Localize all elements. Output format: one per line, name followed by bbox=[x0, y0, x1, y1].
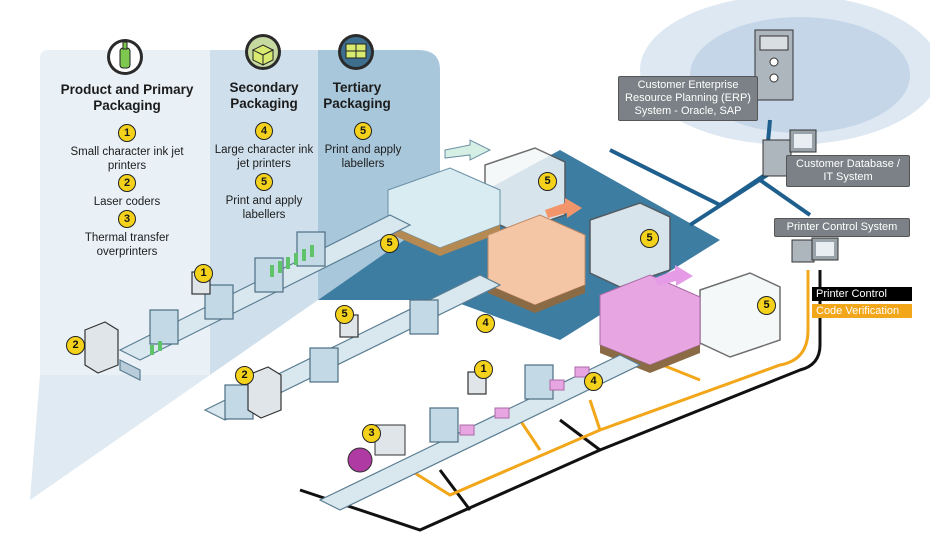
number-badge: 5 bbox=[255, 173, 273, 191]
callout-badge: 2 bbox=[66, 336, 85, 355]
number-badge: 3 bbox=[118, 210, 136, 228]
box-icon bbox=[245, 34, 281, 70]
item-text: Small character ink jet printers bbox=[70, 146, 184, 172]
callout-badge: 3 bbox=[362, 424, 381, 443]
primary-item-1: 1 Small character ink jet printers bbox=[62, 124, 192, 173]
item-text: Large character ink jet printers bbox=[214, 144, 314, 170]
panel-floor-left bbox=[30, 375, 210, 500]
callout-badge: 5 bbox=[538, 172, 557, 191]
printer-control-computer bbox=[791, 237, 839, 263]
callout-badge: 2 bbox=[235, 366, 254, 385]
erp-server bbox=[754, 29, 794, 101]
secondary-item-1: 4 Large character ink jet printers bbox=[214, 122, 314, 171]
erp-system-box: Customer Enterprise Resource Planning (E… bbox=[618, 76, 758, 121]
tertiary-item-1: 5 Print and apply labellers bbox=[318, 122, 408, 171]
tertiary-packaging-title: Tertiary Packaging bbox=[323, 80, 391, 111]
primary-item-3: 3 Thermal transfer overprinters bbox=[62, 210, 192, 259]
item-text: Print and apply labellers bbox=[324, 144, 402, 170]
legend-printer-control: Printer Control bbox=[812, 287, 912, 301]
number-badge: 4 bbox=[255, 122, 273, 140]
callout-badge: 1 bbox=[474, 360, 493, 379]
callout-badge: 5 bbox=[335, 305, 354, 324]
secondary-item-2: 5 Print and apply labellers bbox=[214, 173, 314, 222]
green-bottles bbox=[150, 245, 314, 355]
printer-control-system-box: Printer Control System bbox=[774, 218, 910, 237]
pallet-icon bbox=[338, 34, 374, 70]
callout-badge: 1 bbox=[194, 264, 213, 283]
number-badge: 1 bbox=[118, 124, 136, 142]
primary-packaging-title: Product and Primary Packaging bbox=[60, 82, 194, 113]
callout-badge: 5 bbox=[757, 296, 776, 315]
pink-cartons-line bbox=[459, 366, 590, 436]
number-badge: 2 bbox=[118, 174, 136, 192]
bottle-pallet bbox=[387, 139, 501, 256]
callout-badge: 5 bbox=[640, 229, 659, 248]
callout-badge: 4 bbox=[584, 372, 603, 391]
labeller-enclosures bbox=[484, 147, 781, 358]
printer-control-cables bbox=[299, 270, 822, 532]
number-badge: 5 bbox=[354, 122, 372, 140]
item-text: Print and apply labellers bbox=[225, 195, 303, 221]
bottle-icon bbox=[107, 39, 143, 75]
item-text: Thermal transfer overprinters bbox=[84, 232, 170, 258]
callout-badge: 5 bbox=[380, 234, 399, 253]
primary-item-2: 2 Laser coders bbox=[62, 174, 192, 209]
legend-code-verification: Code Verification bbox=[812, 304, 912, 318]
secondary-packaging-title: Secondary Packaging bbox=[229, 80, 299, 111]
item-text: Laser coders bbox=[93, 196, 161, 208]
database-system-box: Customer Database / IT System bbox=[786, 155, 910, 187]
callout-badge: 4 bbox=[476, 314, 495, 333]
